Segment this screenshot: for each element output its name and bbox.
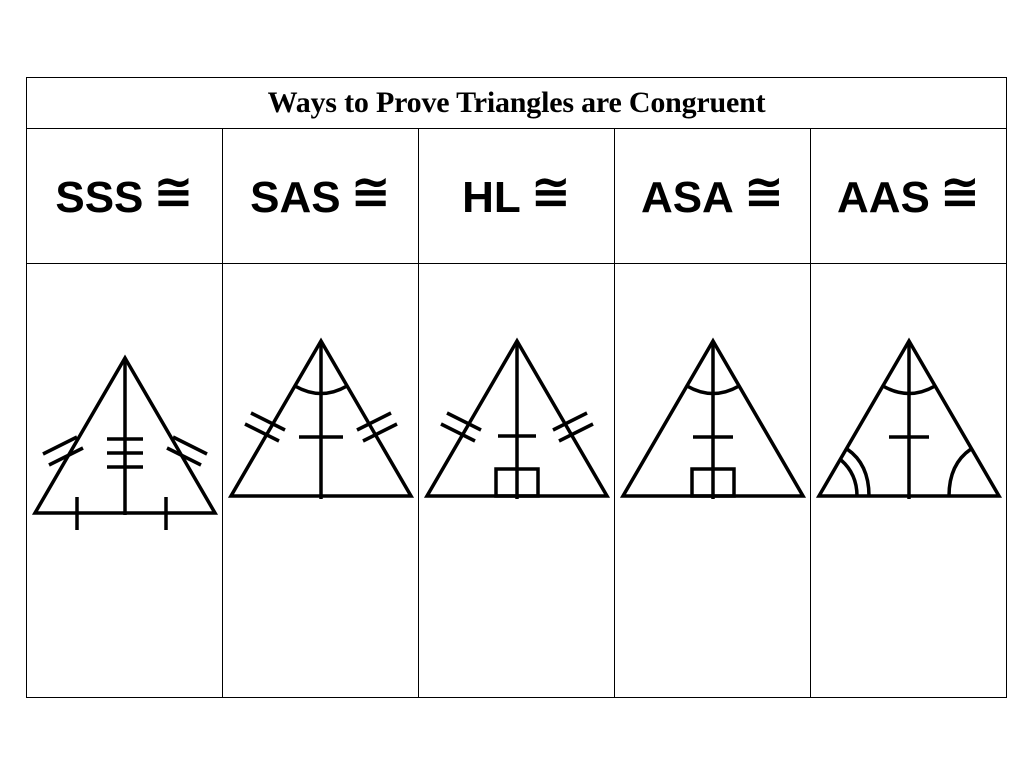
- tick-mark: [166, 446, 202, 467]
- right-angle-marker: [494, 467, 540, 498]
- angle-arc: [839, 458, 859, 497]
- title-row: Ways to Prove Triangles are Congruent: [26, 77, 1007, 129]
- method-label-sss: SSS≅: [26, 128, 223, 264]
- angle-arc: [686, 384, 740, 396]
- angle-arc: [947, 447, 973, 497]
- method-name-asa: ASA: [640, 173, 734, 222]
- diagram-cell-sss: [26, 263, 223, 698]
- congruent-symbol: ≅: [743, 164, 785, 220]
- method-label-hl: HL≅: [418, 128, 615, 264]
- tick-mark: [244, 422, 280, 443]
- tick-mark: [42, 435, 78, 456]
- tick-mark: [552, 411, 588, 432]
- diagram-cell-hl: [418, 263, 615, 698]
- method-label-aas: AAS≅: [810, 128, 1007, 264]
- right-angle-marker: [690, 467, 736, 498]
- diagram-row: [26, 263, 1007, 698]
- angle-arc: [882, 384, 936, 396]
- method-label-asa: ASA≅: [614, 128, 811, 264]
- label-row: SSS≅ SAS≅ HL≅ ASA≅ AAS≅: [26, 128, 1007, 264]
- triangle-aas-diagram: [815, 337, 1003, 499]
- tick-mark: [362, 422, 398, 443]
- congruent-symbol: ≅: [350, 164, 391, 220]
- method-label-sas: SAS≅: [222, 128, 419, 264]
- triangle-sas-diagram: [227, 337, 415, 499]
- tick-mark: [440, 422, 476, 443]
- diagram-cell-aas: [810, 263, 1007, 698]
- tick-mark: [172, 435, 208, 456]
- congruent-symbol: ≅: [153, 164, 194, 220]
- angle-arc: [845, 447, 871, 497]
- triangle-sss-diagram: [31, 354, 219, 530]
- tick-mark: [250, 411, 286, 432]
- congruent-symbol: ≅: [939, 164, 981, 220]
- method-name-hl: HL: [462, 173, 521, 222]
- triangle-asa-diagram: [619, 337, 807, 499]
- congruence-chart: Ways to Prove Triangles are Congruent SS…: [26, 77, 1007, 698]
- method-name-sss: SSS: [55, 173, 144, 222]
- tick-mark: [558, 422, 594, 443]
- method-name-sas: SAS: [250, 173, 341, 222]
- tick-mark: [446, 411, 482, 432]
- angle-arc: [294, 384, 348, 396]
- chart-title: Ways to Prove Triangles are Congruent: [26, 77, 1007, 129]
- diagram-cell-sas: [222, 263, 419, 698]
- tick-mark: [356, 411, 392, 432]
- triangle-hl-diagram: [423, 337, 611, 499]
- diagram-cell-asa: [614, 263, 811, 698]
- method-name-aas: AAS: [836, 173, 930, 222]
- tick-mark: [48, 446, 84, 467]
- congruent-symbol: ≅: [530, 164, 571, 220]
